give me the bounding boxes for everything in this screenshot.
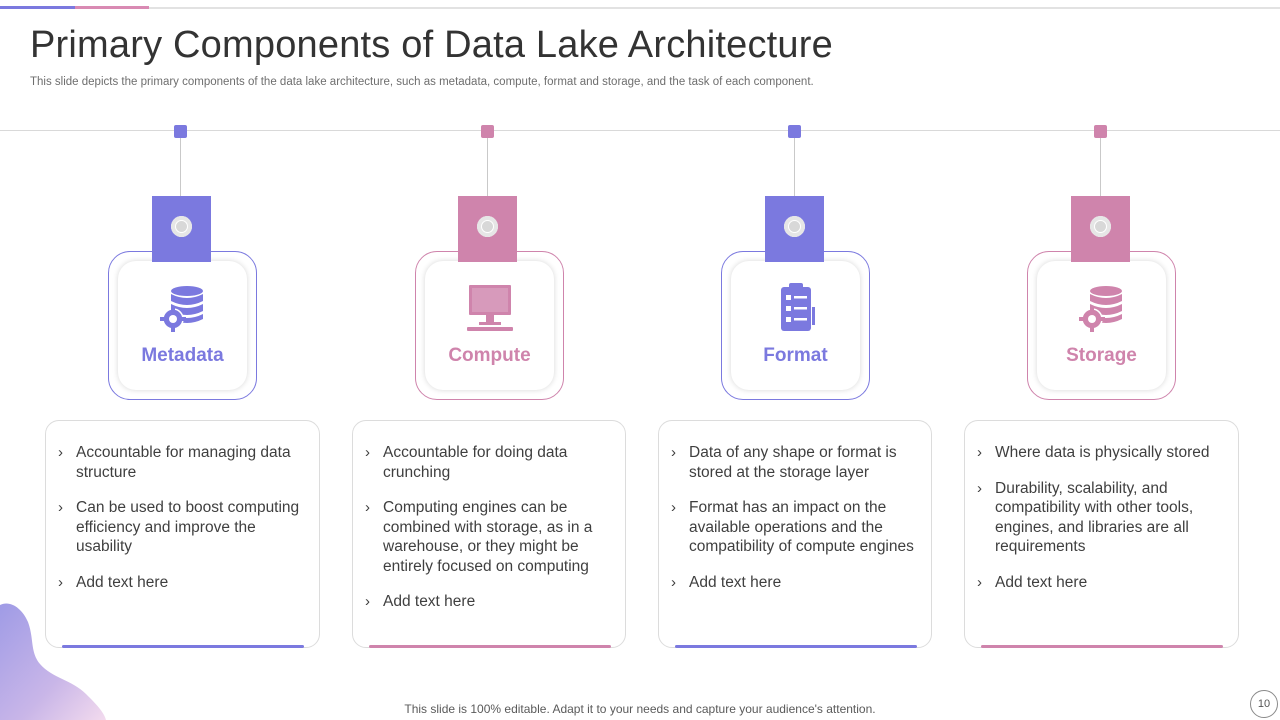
- component-column-metadata: Metadata ›Accountable for managing data …: [45, 0, 320, 720]
- bullet-item: ›Add text here: [977, 573, 1088, 591]
- bullet-list: ›Accountable for doing data crunching ›C…: [365, 443, 617, 628]
- chevron-right-icon: ›: [365, 499, 370, 516]
- chevron-right-icon: ›: [977, 573, 982, 591]
- pin-marker: [481, 125, 494, 138]
- box-accent-underline: [981, 645, 1223, 648]
- slide-title: Primary Components of Data Lake Architec…: [30, 24, 833, 66]
- component-description-box: ›Accountable for doing data crunching ›C…: [352, 420, 626, 648]
- bullet-list: ›Accountable for managing data structure…: [58, 443, 310, 608]
- component-description-box: ›Accountable for managing data structure…: [45, 420, 320, 648]
- component-card-inner: Metadata: [118, 261, 247, 390]
- component-card[interactable]: Format: [721, 251, 870, 400]
- pin-marker: [1094, 125, 1107, 138]
- component-card-inner: Storage: [1037, 261, 1166, 390]
- component-card-inner: Compute: [425, 261, 554, 390]
- hanging-string: [1100, 138, 1101, 220]
- database-gear-icon: [1079, 286, 1122, 332]
- bullet-item: ›Can be used to boost computing efficien…: [58, 499, 300, 555]
- computer-monitor-icon: [467, 285, 513, 331]
- slide-subtitle: This slide depicts the primary component…: [30, 76, 814, 88]
- tag-hole: [171, 216, 192, 237]
- component-label: Format: [763, 345, 828, 366]
- component-description-box: ›Where data is physically stored ›Durabi…: [964, 420, 1239, 648]
- chevron-right-icon: ›: [365, 444, 370, 461]
- top-rule: [0, 7, 1280, 9]
- tag-hole: [1090, 216, 1111, 237]
- bullet-list: ›Where data is physically stored ›Durabi…: [977, 443, 1229, 608]
- horizontal-divider: [0, 130, 1280, 131]
- bullet-item: ›Durability, scalability, and compatibil…: [977, 479, 1194, 556]
- component-column-format: Format ›Data of any shape or format is s…: [658, 0, 933, 720]
- hanging-string: [180, 138, 181, 220]
- clipboard-checklist-icon: [781, 283, 815, 331]
- tag-hole: [477, 216, 498, 237]
- decorative-corner-blob: [0, 603, 106, 720]
- hanging-string: [487, 138, 488, 220]
- top-accent-pink: [75, 6, 149, 9]
- bullet-list: ›Data of any shape or format is stored a…: [671, 443, 923, 608]
- slide-footer-note: This slide is 100% editable. Adapt it to…: [404, 702, 876, 716]
- bullet-item: ›Data of any shape or format is stored a…: [671, 444, 897, 481]
- component-description-box: ›Data of any shape or format is stored a…: [658, 420, 932, 648]
- tag-hole: [784, 216, 805, 237]
- component-card[interactable]: Compute: [415, 251, 564, 400]
- chevron-right-icon: ›: [58, 573, 63, 591]
- chevron-right-icon: ›: [671, 573, 676, 591]
- bullet-item: ›Add text here: [58, 573, 169, 591]
- chevron-right-icon: ›: [365, 593, 370, 610]
- page-number-badge: 10: [1250, 690, 1278, 718]
- box-accent-underline: [369, 645, 611, 648]
- chevron-right-icon: ›: [977, 479, 982, 497]
- pin-marker: [174, 125, 187, 138]
- component-card[interactable]: Metadata: [108, 251, 257, 400]
- component-column-storage: Storage ›Where data is physically stored…: [964, 0, 1239, 720]
- database-gear-icon: [160, 286, 203, 332]
- box-accent-underline: [62, 645, 304, 648]
- bullet-item: ›Format has an impact on the available o…: [671, 499, 914, 555]
- component-label: Compute: [448, 345, 531, 366]
- bullet-item: ›Computing engines can be combined with …: [365, 499, 593, 575]
- chevron-right-icon: ›: [671, 499, 676, 516]
- top-accent-purple: [0, 6, 75, 9]
- component-label: Storage: [1066, 345, 1137, 366]
- bullet-item: ›Accountable for managing data structure: [58, 444, 291, 481]
- chevron-right-icon: ›: [671, 444, 676, 461]
- chevron-right-icon: ›: [58, 444, 63, 461]
- bullet-item: ›Add text here: [671, 573, 782, 591]
- component-column-compute: Compute ›Accountable for doing data crun…: [352, 0, 627, 720]
- chevron-right-icon: ›: [58, 499, 63, 516]
- component-label: Metadata: [141, 345, 224, 366]
- bullet-item: ›Accountable for doing data crunching: [365, 444, 568, 481]
- box-accent-underline: [675, 645, 917, 648]
- component-card-inner: Format: [731, 261, 860, 390]
- hanging-string: [794, 138, 795, 220]
- component-card[interactable]: Storage: [1027, 251, 1176, 400]
- bullet-item: ›Where data is physically stored: [977, 444, 1210, 461]
- bullet-item: ›Add text here: [365, 593, 476, 610]
- chevron-right-icon: ›: [977, 444, 982, 461]
- pin-marker: [788, 125, 801, 138]
